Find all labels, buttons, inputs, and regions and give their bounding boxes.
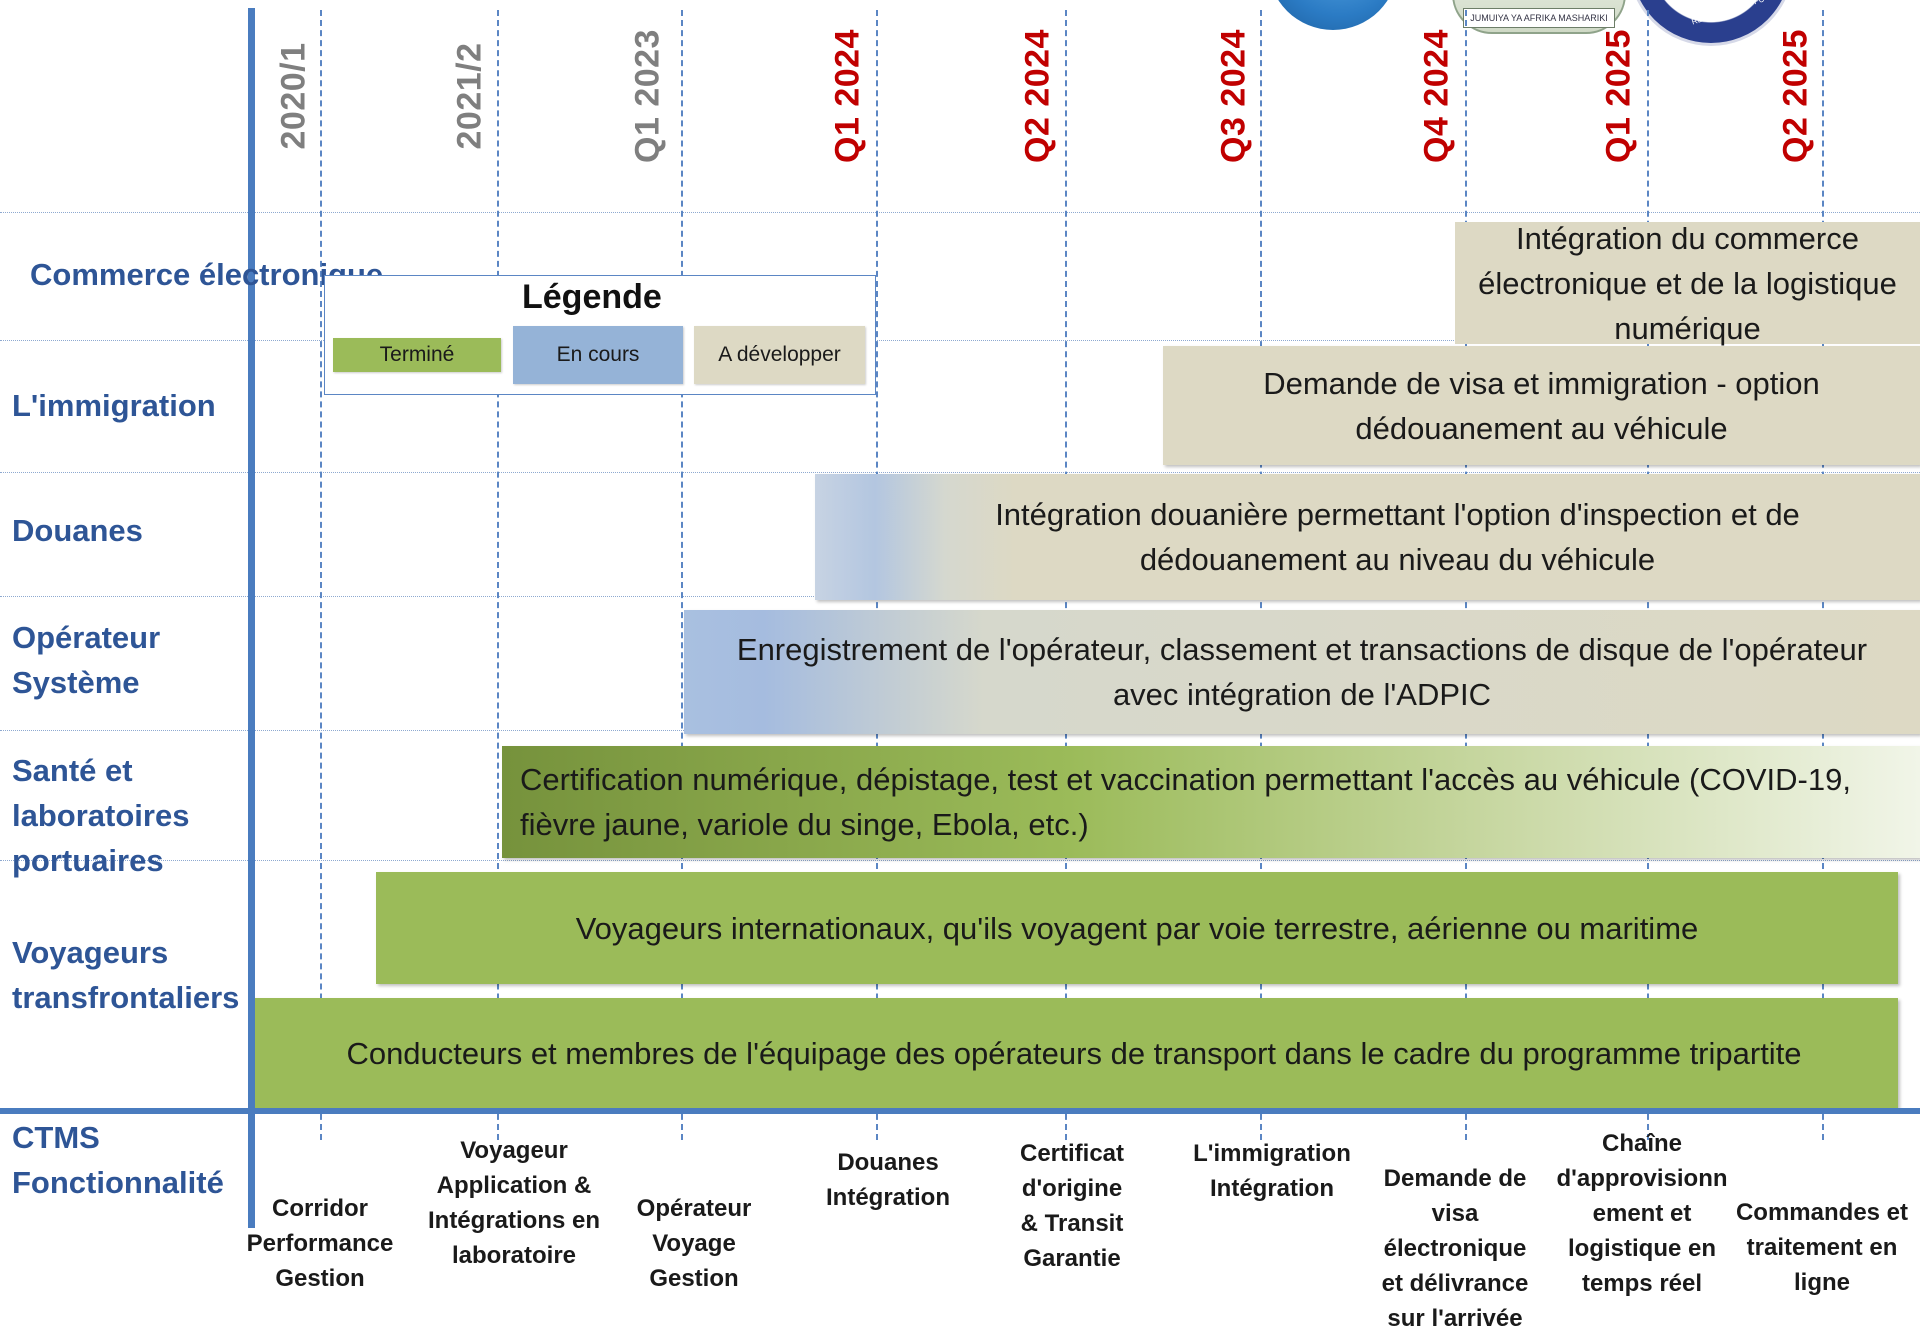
legend-item-in-progress: En cours — [513, 326, 683, 384]
category-ctms-functionality: CTMS Fonctionnalité — [12, 1120, 224, 1200]
grid-line-2021-2 — [497, 10, 499, 1140]
row-separator — [0, 340, 1920, 341]
functionality-label: Voyageur Application & Intégrations en l… — [427, 1137, 601, 1269]
row-separator — [0, 212, 1920, 213]
comesa-logo — [1628, 0, 1794, 46]
category-customs: Douanes — [12, 513, 143, 548]
bar-immigration-text: Demande de visa et immigration - option … — [1263, 365, 1820, 446]
functionality-label: Demande de visa électronique et délivran… — [1381, 1165, 1529, 1332]
category-operator-system: Opérateur Système — [12, 620, 161, 700]
functionality-label: L'immigration Intégration — [1193, 1140, 1351, 1202]
bar-drivers-crew-text: Conducteurs et membres de l'équipage des… — [346, 1035, 1802, 1071]
vertical-axis — [248, 8, 255, 1228]
functionality-label: Certificat d'origine & Transit Garantie — [1019, 1140, 1125, 1272]
quarter-label: Q1 2023 — [628, 29, 667, 163]
functionality-label: Chaîne d'approvisionn ement et logistiqu… — [1556, 1130, 1728, 1297]
bar-operator-system-text: Enregistrement de l'opérateur, classemen… — [736, 632, 1868, 712]
quarter-label: 2021/2 — [450, 42, 489, 150]
functionality-label: Commandes et traitement en ligne — [1735, 1199, 1909, 1296]
horizontal-axis — [0, 1108, 1920, 1114]
quarter-label: Q4 2024 — [1417, 29, 1456, 163]
functionality-label: Opérateur Voyage Gestion — [636, 1195, 752, 1292]
quarter-label: Q3 2024 — [1214, 29, 1253, 163]
grid-line-2020-1 — [320, 10, 322, 1140]
category-health-labs: Santé et laboratoires portuaires — [12, 753, 190, 878]
bar-customs-text: Intégration douanière permettant l'optio… — [995, 497, 1800, 577]
row-separator — [0, 472, 1920, 473]
bar-health-labs: Certification numérique, dépistage, test… — [502, 746, 1920, 858]
quarter-label: 2020/1 — [274, 42, 313, 150]
quarter-label: Q2 2025 — [1776, 29, 1815, 163]
eac-logo-text: JUMUIYA YA AFRIKA MASHARIKI — [1463, 8, 1615, 28]
bar-cross-border-travellers: Voyageurs internationaux, qu'ils voyagen… — [376, 872, 1898, 984]
bar-ecommerce-text: Intégration du commerce électronique et … — [1478, 220, 1897, 346]
bar-ecommerce: Intégration du commerce électronique et … — [1455, 221, 1920, 346]
bar-cross-border-travellers-text: Voyageurs internationaux, qu'ils voyagen… — [575, 910, 1699, 946]
quarter-label: Q1 2024 — [828, 29, 867, 163]
functionality-label: Douanes Intégration — [826, 1149, 950, 1211]
functionality-label: Corridor Performance Gestion — [246, 1195, 394, 1292]
quarter-label: Q2 2024 — [1018, 29, 1057, 163]
row-separator — [0, 860, 1920, 861]
legend-item-done: Terminé — [333, 338, 501, 372]
bar-health-labs-text: Certification numérique, dépistage, test… — [520, 762, 1851, 842]
bar-drivers-crew: Conducteurs et membres de l'équipage des… — [250, 998, 1898, 1108]
category-immigration: L'immigration — [12, 388, 216, 423]
category-cross-border-travellers: Voyageurs transfrontaliers — [12, 935, 240, 1015]
bar-operator-system: Enregistrement de l'opérateur, classemen… — [684, 610, 1920, 734]
quarter-label: Q1 2025 — [1599, 29, 1638, 163]
bar-customs: Intégration douanière permettant l'optio… — [815, 474, 1920, 600]
bar-immigration: Demande de visa et immigration - option … — [1163, 346, 1920, 465]
grid-line-q1-2023 — [681, 10, 683, 1140]
globe-logo — [1268, 0, 1398, 30]
legend-item-to-develop: A développer — [694, 326, 865, 384]
legend-title: Légende — [522, 278, 662, 316]
